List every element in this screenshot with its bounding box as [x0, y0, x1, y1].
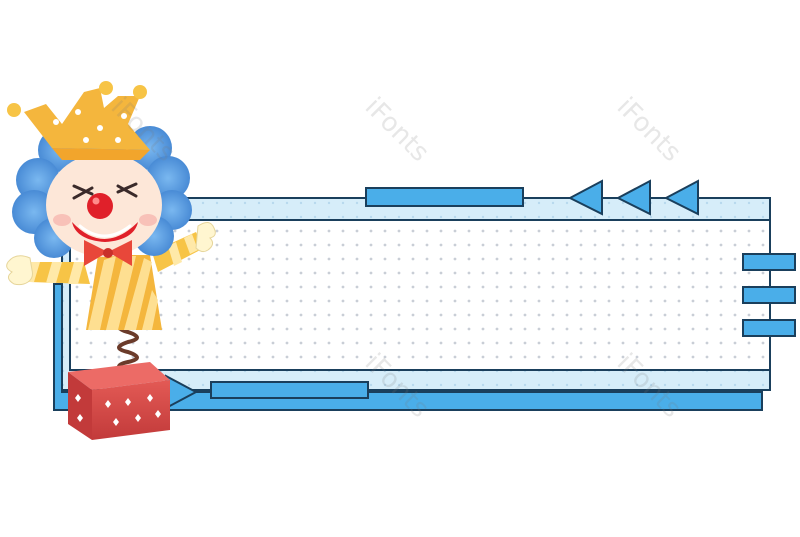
hat-bell	[7, 103, 21, 117]
box-front	[68, 372, 92, 440]
clown-illustration	[6, 81, 216, 440]
right-tab	[742, 319, 796, 337]
box-side	[92, 380, 170, 440]
spring	[116, 318, 139, 374]
arrow-left-icon	[663, 179, 699, 216]
clown-nose	[87, 193, 113, 219]
jester-hat	[7, 81, 150, 160]
arrow-left-icon	[567, 179, 603, 216]
top-bar	[365, 187, 524, 207]
right-tab	[742, 253, 796, 271]
arrow-left-icon	[615, 179, 651, 216]
right-tabs	[742, 253, 796, 337]
cheek-left	[53, 214, 71, 226]
bow-tie	[84, 240, 132, 266]
hand-left	[6, 255, 33, 286]
right-tab	[742, 286, 796, 304]
clown-eyes	[72, 182, 138, 200]
box-top	[68, 362, 170, 390]
jack-box	[68, 362, 170, 440]
hand-right	[195, 222, 216, 253]
hat-bell	[133, 85, 147, 99]
top-arrows	[567, 179, 699, 216]
clown-body	[86, 255, 162, 330]
bottom-bar	[210, 381, 369, 399]
clown-mouth	[72, 222, 138, 242]
cheek-right	[139, 214, 157, 226]
hat-bell	[99, 81, 113, 95]
clown-arms	[6, 222, 216, 286]
